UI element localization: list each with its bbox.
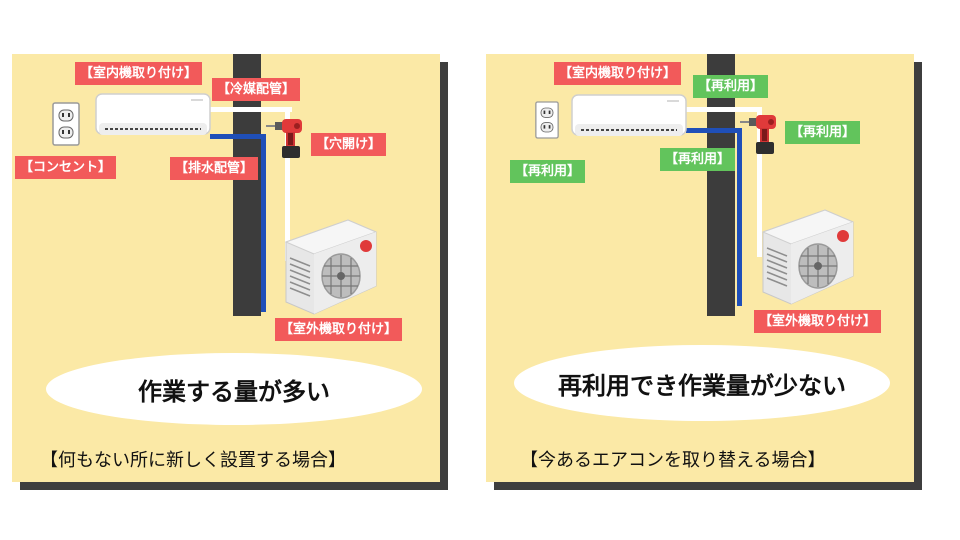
outdoor-ac-unit-icon <box>761 209 855 305</box>
panel-caption: 【何もない所に新しく設置する場合】 <box>40 450 346 471</box>
drain-pipe <box>686 128 741 133</box>
label-drain-pipe: 【排水配管】 <box>170 157 259 180</box>
power-drill-icon <box>266 119 302 158</box>
headline-bubble: 作業する量が多い <box>46 353 422 425</box>
label-reuse-pipe: 【再利用】 <box>693 75 769 98</box>
label-outdoor-unit: 【室外機取り付け】 <box>275 318 403 341</box>
wall-outlet-icon <box>535 101 559 139</box>
label-indoor-unit: 【室内機取り付け】 <box>554 62 682 85</box>
label-outlet: 【コンセント】 <box>15 156 117 179</box>
label-reuse-outlet: 【再利用】 <box>510 160 586 183</box>
label-refrigerant-pipe: 【冷媒配管】 <box>212 78 301 101</box>
drain-pipe <box>737 128 742 306</box>
refrigerant-pipe <box>208 107 292 112</box>
refrigerant-pipe <box>757 107 762 257</box>
power-drill-icon <box>740 115 776 154</box>
refrigerant-pipe <box>285 107 290 261</box>
headline-text: 作業する量が多い <box>138 377 330 406</box>
headline-bubble: 再利用でき作業量が少ない <box>514 345 890 421</box>
headline-text: 再利用でき作業量が少ない <box>558 371 846 400</box>
drain-pipe <box>210 134 265 139</box>
label-drilling: 【穴開け】 <box>311 133 387 156</box>
drain-pipe <box>261 134 266 312</box>
label-reuse-hole: 【再利用】 <box>785 121 861 144</box>
outdoor-ac-unit-icon <box>284 219 378 315</box>
refrigerant-pipe <box>686 107 761 112</box>
indoor-ac-unit-icon <box>571 94 687 136</box>
panel-caption: 【今あるエアコンを取り替える場合】 <box>520 450 826 471</box>
indoor-ac-unit-icon <box>95 93 211 135</box>
label-reuse-drain: 【再利用】 <box>660 148 736 171</box>
label-outdoor-unit: 【室外機取り付け】 <box>754 310 882 333</box>
label-indoor-unit: 【室内機取り付け】 <box>75 62 203 85</box>
wall-outlet-icon <box>52 102 80 146</box>
